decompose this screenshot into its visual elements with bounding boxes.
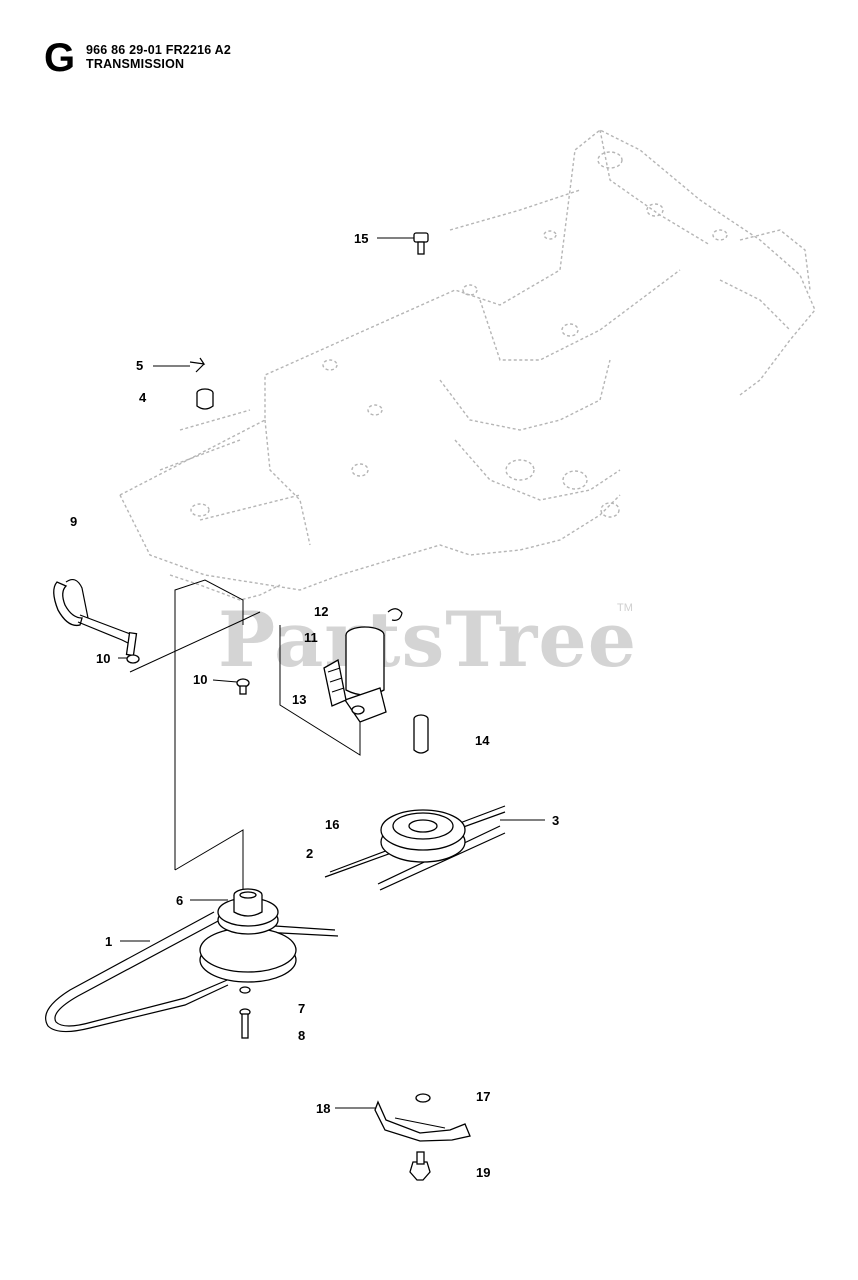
callout-11: 11: [304, 630, 318, 645]
bolt-15: [413, 232, 429, 255]
callout-1: 1: [105, 934, 112, 949]
callout-13: 13: [292, 692, 306, 707]
callout-8: 8: [298, 1028, 305, 1043]
callout-3: 3: [552, 813, 559, 828]
callout-7: 7: [298, 1001, 305, 1016]
part-code: 966 86 29-01 FR2216 A2: [86, 43, 232, 57]
watermark: PartsTree: [218, 595, 638, 684]
callout-6: 6: [176, 893, 183, 908]
section-letter: G: [44, 36, 76, 80]
idler-bracket-group: [323, 608, 429, 754]
callout-labels: 15 5 4 9 10 10 12 11 13 14 16 2 3 6 1 7 …: [70, 231, 559, 1180]
belt-guide-assembly: [374, 1093, 471, 1181]
callout-2: 2: [306, 846, 313, 861]
callout-16: 16: [325, 817, 339, 832]
callout-10b: 10: [193, 672, 207, 687]
callout-19: 19: [476, 1165, 490, 1180]
callout-12: 12: [314, 604, 328, 619]
diagram-title: TRANSMISSION: [86, 57, 185, 71]
nuts-10: [126, 654, 250, 695]
tension-rod: [53, 578, 138, 657]
callout-10a: 10: [96, 651, 110, 666]
callout-17: 17: [476, 1089, 490, 1104]
frame-outline: [119, 129, 816, 601]
callout-5: 5: [136, 358, 143, 373]
callout-18: 18: [316, 1101, 330, 1116]
idler-pulley-3: [324, 805, 506, 891]
bushing-and-pin: [189, 357, 214, 410]
callout-4: 4: [139, 390, 147, 405]
callout-9: 9: [70, 514, 77, 529]
callout-14: 14: [475, 733, 490, 748]
callout-15: 15: [354, 231, 368, 246]
drive-pulley-assembly: [45, 888, 339, 1039]
watermark-trademark: TM: [617, 602, 633, 614]
